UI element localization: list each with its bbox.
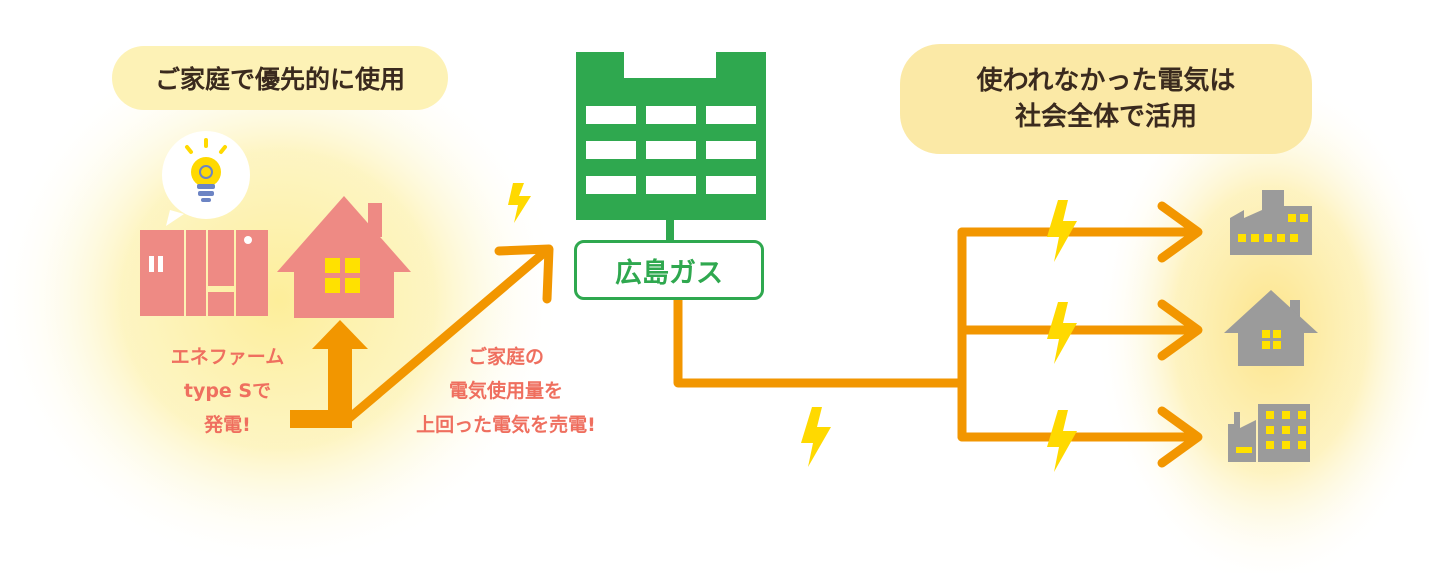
enefarm-line-1: エネファーム (170, 346, 285, 368)
sell-caption: ご家庭の 電気使用量を 上回った電気を売電! (386, 340, 626, 442)
sell-line-1: ご家庭の (467, 346, 544, 368)
gray-house-icon (1224, 290, 1318, 366)
lightning-bolt-icon (508, 183, 531, 223)
sell-line-2: 電気使用量を (448, 380, 563, 402)
power-plant-icon (576, 52, 766, 242)
surplus-line-2: 社会全体で活用 (1014, 102, 1197, 132)
surplus-line-1: 使われなかった電気は (976, 66, 1236, 96)
fuel-cell-unit-icon (140, 230, 268, 316)
surplus-usage-label: 使われなかった電気は 社会全体で活用 (900, 44, 1312, 154)
home-priority-label: ご家庭で優先的に使用 (112, 46, 448, 110)
brand-name: 広島ガス (615, 257, 723, 289)
enefarm-line-3: 発電! (204, 414, 251, 436)
home-priority-text: ご家庭で優先的に使用 (154, 65, 405, 94)
lightbulb-icon (162, 131, 250, 226)
office-building-icon (1228, 404, 1310, 462)
sell-arrow (342, 244, 554, 425)
house-icon (277, 196, 411, 318)
brand-label-box: 広島ガス (574, 240, 764, 300)
sell-line-3: 上回った電気を売電! (416, 414, 596, 436)
lightning-bolt-icon (801, 200, 1077, 472)
left-glow (0, 30, 563, 570)
enefarm-line-2: type Sで (183, 380, 272, 402)
grid-lines (673, 201, 1203, 468)
factory-icon (1230, 190, 1312, 255)
supply-arrow (290, 320, 368, 428)
enefarm-caption: エネファーム type Sで 発電! (140, 340, 315, 442)
